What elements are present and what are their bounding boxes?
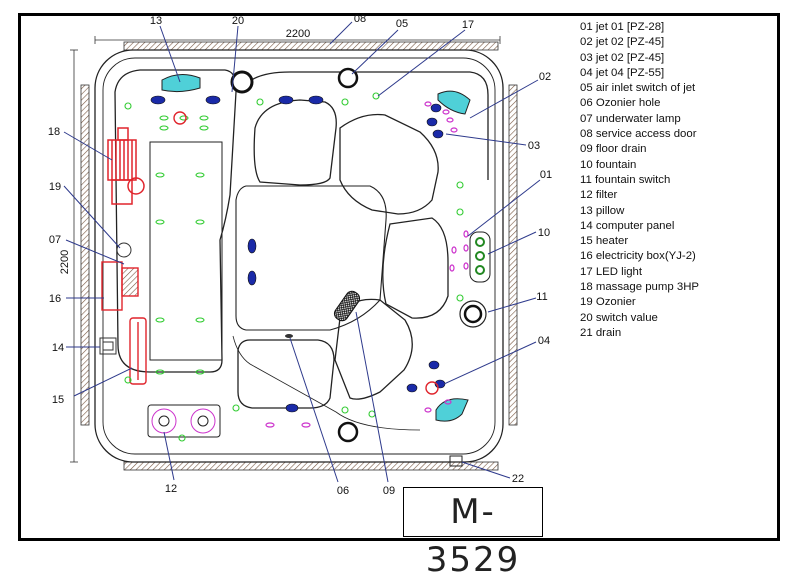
legend-item: 01 jet 01 [PZ-28] — [580, 21, 665, 33]
legend-item: 10 fountain — [580, 158, 637, 171]
led-lights — [124, 92, 464, 442]
fountain-switch — [459, 300, 487, 328]
callout-04: 04 — [538, 335, 550, 347]
legend-item: 07 underwater lamp — [580, 112, 681, 125]
callout-09: 09 — [383, 485, 395, 497]
callout-05: 05 — [396, 18, 408, 30]
legend-item: 05 air inlet switch of jet — [580, 82, 696, 95]
drawing-frame — [18, 13, 780, 541]
heater — [129, 317, 147, 385]
legend-item: 15 heater — [580, 235, 629, 248]
legend-item: 11 fountain switch — [580, 173, 671, 186]
callout-18: 18 — [48, 126, 60, 138]
drain — [449, 455, 463, 467]
legend-item: 04 jet 04 [PZ-55] — [580, 66, 665, 79]
callout-08: 08 — [354, 13, 366, 25]
legend-item: 17 LED light — [580, 265, 643, 278]
callout-17: 17 — [462, 19, 474, 31]
legend-item: 08 service access door — [580, 128, 697, 141]
electricity-box — [101, 261, 139, 311]
callout-01: 01 — [540, 169, 552, 181]
ozonier — [116, 242, 132, 258]
callout-14: 14 — [52, 342, 64, 354]
callout-03: 03 — [528, 140, 540, 152]
callout-20: 20 — [232, 15, 244, 27]
pillows — [161, 74, 471, 422]
legend-item: 20 switch value — [580, 311, 658, 324]
leader-lines — [63, 21, 541, 483]
legend-item: 09 floor drain — [580, 143, 647, 156]
legend-item: 13 pillow — [580, 204, 625, 217]
air-inlet-switches — [230, 67, 359, 443]
callout-06: 06 — [337, 485, 349, 497]
massage-pump — [107, 127, 145, 205]
legend-item: 12 filter — [580, 189, 618, 202]
legend-item: 21 drain — [580, 326, 622, 339]
floor-drain — [333, 290, 361, 322]
callout-11: 11 — [536, 291, 547, 303]
spa-layout-drawing: 2200 2200 — [48, 13, 552, 497]
legend-item: 14 computer panel — [580, 219, 675, 232]
model-number: M-3529 — [403, 487, 543, 580]
callout-13: 13 — [150, 15, 162, 27]
jet-red-bottom — [425, 381, 439, 395]
dimension-lines — [70, 36, 501, 463]
legend-item: 03 jet 02 [PZ-45] — [580, 51, 665, 64]
callout-15: 15 — [52, 394, 64, 406]
fountain — [469, 231, 491, 283]
legend-item: 18 massage pump 3HP — [580, 281, 700, 294]
callout-02: 02 — [539, 71, 551, 83]
jets-pink — [265, 101, 469, 428]
callout-10: 10 — [538, 227, 550, 239]
spa-shell — [94, 49, 504, 463]
callout-labels: 13 20 08 05 17 02 03 01 10 11 04 22 09 0… — [48, 13, 552, 497]
legend-item: 19 Ozonier — [580, 296, 636, 309]
filter — [147, 404, 221, 438]
callout-19: 19 — [49, 181, 61, 193]
callout-22: 22 — [512, 473, 524, 485]
parts-legend: 01 jet 01 [PZ-28] 02 jet 02 [PZ-45] 03 j… — [580, 20, 699, 341]
ozonier-hole — [285, 334, 293, 338]
legend-item: 02 jet 02 [PZ-45] — [580, 36, 665, 49]
callout-12: 12 — [165, 483, 177, 495]
computer-panel — [99, 337, 117, 355]
legend-item: 06 Ozonier hole — [580, 97, 661, 110]
jets-blue — [150, 95, 446, 413]
cabinet-panels — [80, 41, 518, 471]
callout-07: 07 — [49, 234, 61, 246]
dimension-top: 2200 — [286, 28, 310, 40]
callout-16: 16 — [49, 293, 61, 305]
jet-red-top — [173, 111, 187, 125]
legend-item: 16 electricity box(YJ-2) — [580, 250, 696, 263]
dimension-side: 2200 — [59, 250, 71, 274]
